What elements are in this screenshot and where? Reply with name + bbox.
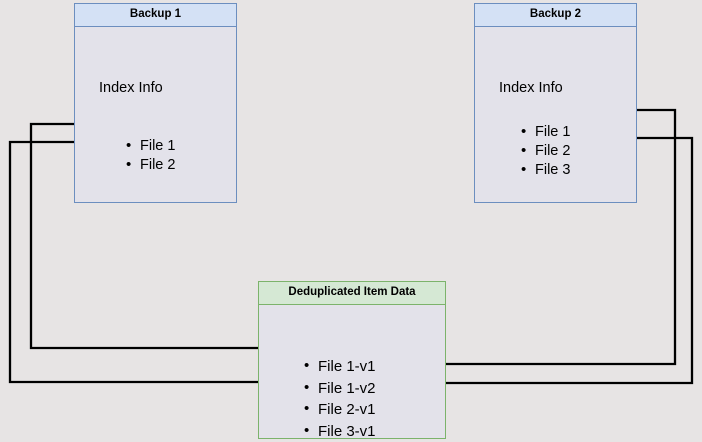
list-item: File 3-v1 (303, 420, 376, 442)
node-backup-1-body: Index Info File 1 File 2 (75, 27, 236, 202)
backup-2-index-info-label: Index Info (499, 80, 563, 96)
node-deduplicated-item-data[interactable]: Deduplicated Item Data File 1-v1 File 1-… (258, 281, 446, 441)
list-item: File 2 (125, 155, 175, 175)
list-item: File 1 (125, 136, 175, 156)
list-item: File 2 (520, 141, 570, 161)
list-item: File 1 (520, 122, 570, 142)
node-backup-2-body: Index Info File 1 File 2 File 3 (475, 27, 636, 202)
list-item: File 1-v1 (303, 355, 376, 378)
list-item: File 3 (520, 160, 570, 180)
node-backup-2-header: Backup 2 (475, 4, 636, 27)
node-deduplicated-item-data-body: File 1-v1 File 1-v2 File 2-v1 File 3-v1 (259, 305, 445, 441)
node-backup-1[interactable]: Backup 1 Index Info File 1 File 2 (74, 3, 237, 203)
node-backup-1-header: Backup 1 (75, 4, 236, 27)
dedup-item-list: File 1-v1 File 1-v2 File 2-v1 File 3-v1 (303, 355, 376, 442)
backup-1-index-info-label: Index Info (99, 80, 163, 96)
node-deduplicated-item-data-header: Deduplicated Item Data (259, 282, 445, 305)
list-item: File 2-v1 (303, 398, 376, 421)
list-item: File 1-v2 (303, 377, 376, 400)
backup-1-file-list: File 1 File 2 (125, 136, 175, 175)
backup-2-file-list: File 1 File 2 File 3 (520, 122, 570, 180)
node-backup-2[interactable]: Backup 2 Index Info File 1 File 2 File 3 (474, 3, 637, 203)
